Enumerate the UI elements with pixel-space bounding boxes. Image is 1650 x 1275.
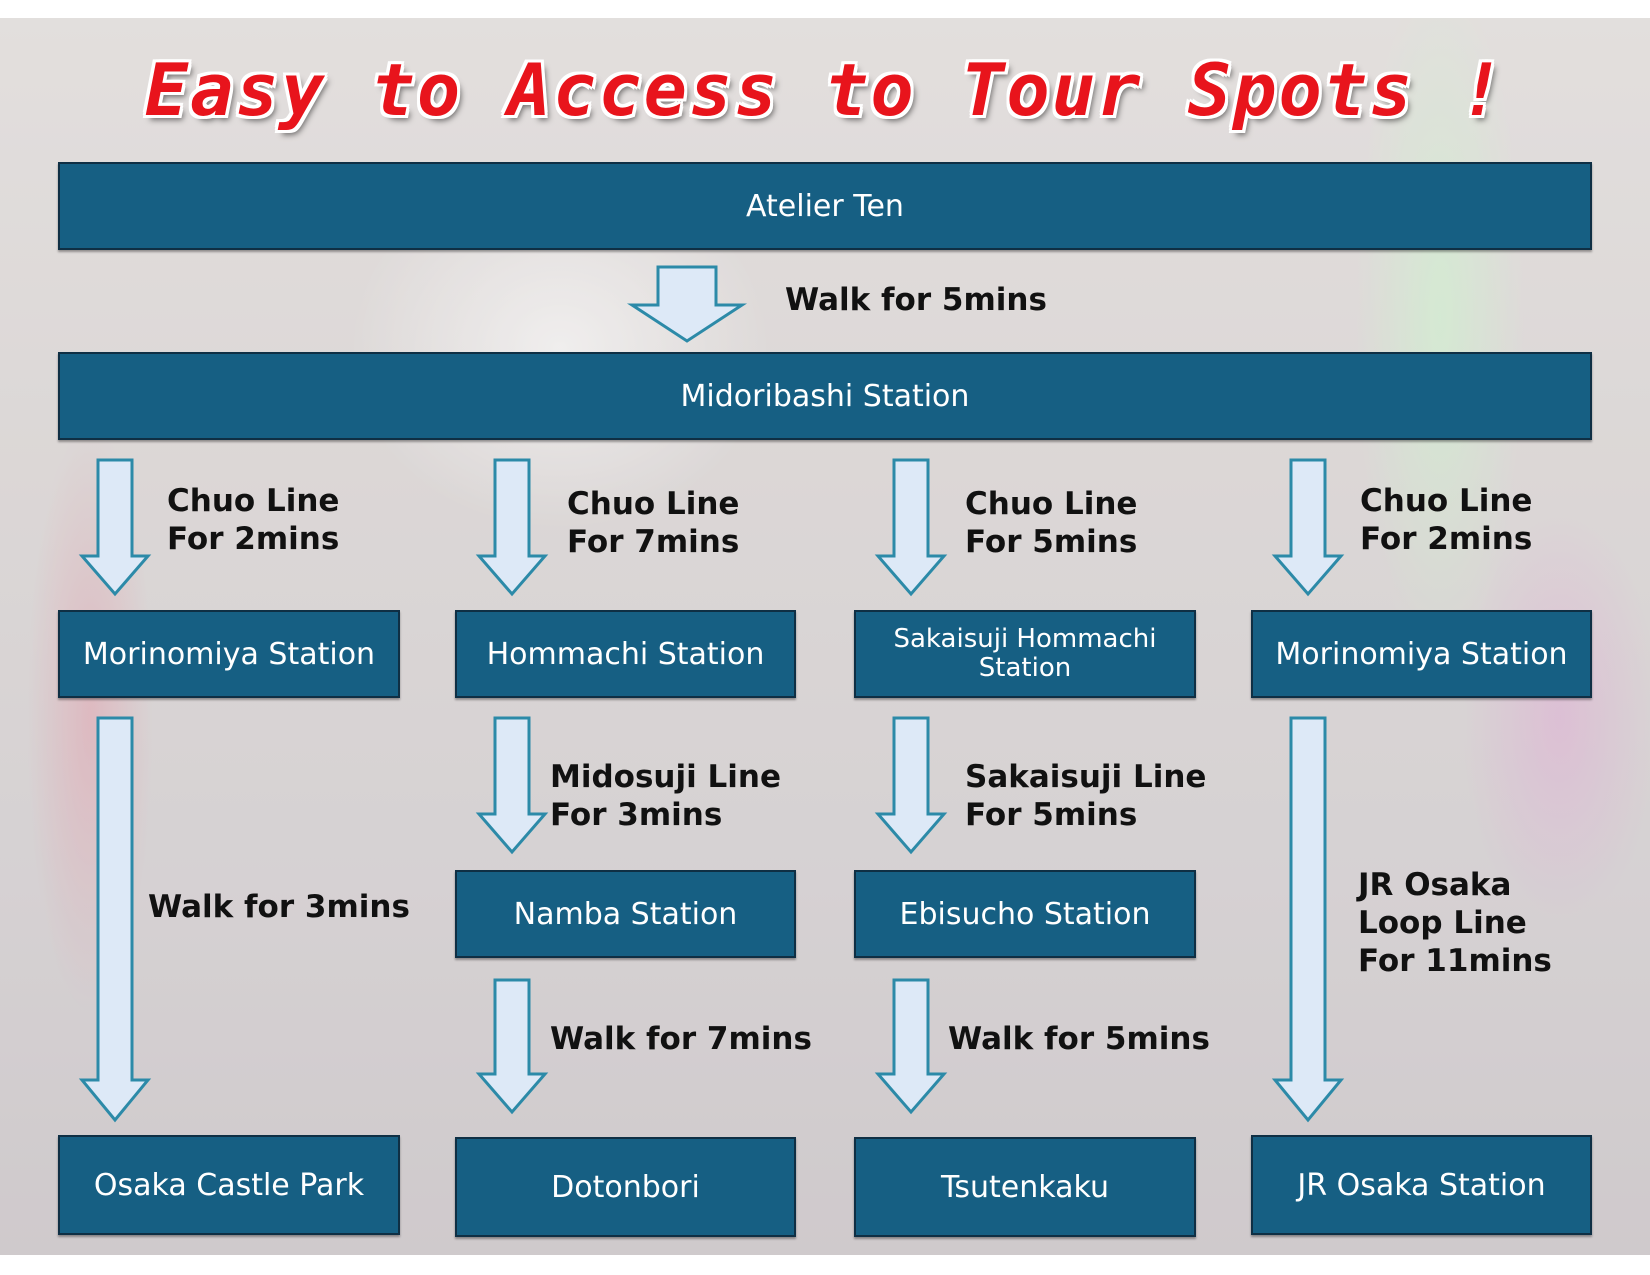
route-2-station2-box: Namba Station xyxy=(455,870,796,958)
down-arrow-icon xyxy=(626,265,748,343)
down-arrow-icon xyxy=(874,978,948,1115)
route-2-destination-box: Dotonbori xyxy=(455,1137,796,1237)
route-4-leg2-label: JR Osaka Loop Line For 11mins xyxy=(1358,867,1552,979)
route-4-destination-box: JR Osaka Station xyxy=(1251,1135,1592,1235)
down-arrow-icon xyxy=(874,716,948,855)
route-4-line-label: Chuo Line For 2mins xyxy=(1360,483,1533,557)
down-arrow-icon xyxy=(78,716,152,1123)
route-2-station-box: Hommachi Station xyxy=(455,610,796,698)
down-arrow-icon xyxy=(1271,716,1345,1123)
route-3-station-box: Sakaisuji Hommachi Station xyxy=(854,610,1196,698)
route-1-line-label: Chuo Line For 2mins xyxy=(167,483,340,557)
route-3-leg3-label: Walk for 5mins xyxy=(948,1021,1210,1057)
down-arrow-icon xyxy=(475,978,549,1115)
origin-box: Atelier Ten xyxy=(58,162,1592,250)
walk-to-station-label: Walk for 5mins xyxy=(785,282,1047,318)
route-1-destination-box: Osaka Castle Park xyxy=(58,1135,400,1235)
route-2-line-label: Chuo Line For 7mins xyxy=(567,486,740,560)
route-3-line-label: Chuo Line For 5mins xyxy=(965,486,1138,560)
route-3-destination-box: Tsutenkaku xyxy=(854,1137,1196,1237)
route-1-leg2-label: Walk for 3mins xyxy=(148,889,410,925)
down-arrow-icon xyxy=(874,458,948,597)
route-3-station2-box: Ebisucho Station xyxy=(854,870,1196,958)
route-2-leg2-label: Midosuji Line For 3mins xyxy=(550,759,782,833)
route-2-leg3-label: Walk for 7mins xyxy=(550,1021,812,1057)
down-arrow-icon xyxy=(78,458,152,597)
hub-box: Midoribashi Station xyxy=(58,352,1592,440)
down-arrow-icon xyxy=(475,716,549,855)
page-title: Easy to Access to Tour Spots ! xyxy=(144,48,1506,132)
route-3-leg2-label: Sakaisuji Line For 5mins xyxy=(965,759,1207,833)
route-1-station-box: Morinomiya Station xyxy=(58,610,400,698)
down-arrow-icon xyxy=(475,458,549,597)
route-4-station-box: Morinomiya Station xyxy=(1251,610,1592,698)
down-arrow-icon xyxy=(1271,458,1345,597)
